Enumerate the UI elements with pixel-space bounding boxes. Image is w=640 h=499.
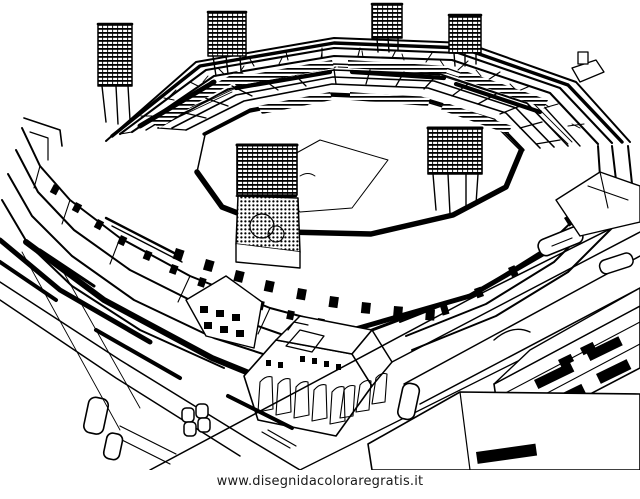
adjacent-building-bottom	[367, 391, 640, 470]
light-tower-6	[426, 126, 484, 215]
light-tower-1	[96, 22, 134, 125]
parked-car-group-left	[83, 396, 211, 461]
light-tower-3	[370, 2, 404, 53]
light-tower-4	[447, 13, 483, 67]
side-building-left	[185, 275, 263, 349]
watermark-text: www.disegnidacoloraregratis.it	[216, 474, 424, 489]
adjacent-building-far-right	[555, 171, 640, 237]
scoreboard-tower	[235, 195, 301, 269]
light-tower-5	[235, 143, 299, 241]
light-tower-2	[206, 10, 248, 77]
entrance-building	[243, 315, 393, 449]
stadium-line-art	[0, 2, 640, 470]
upper-deck	[118, 46, 614, 146]
